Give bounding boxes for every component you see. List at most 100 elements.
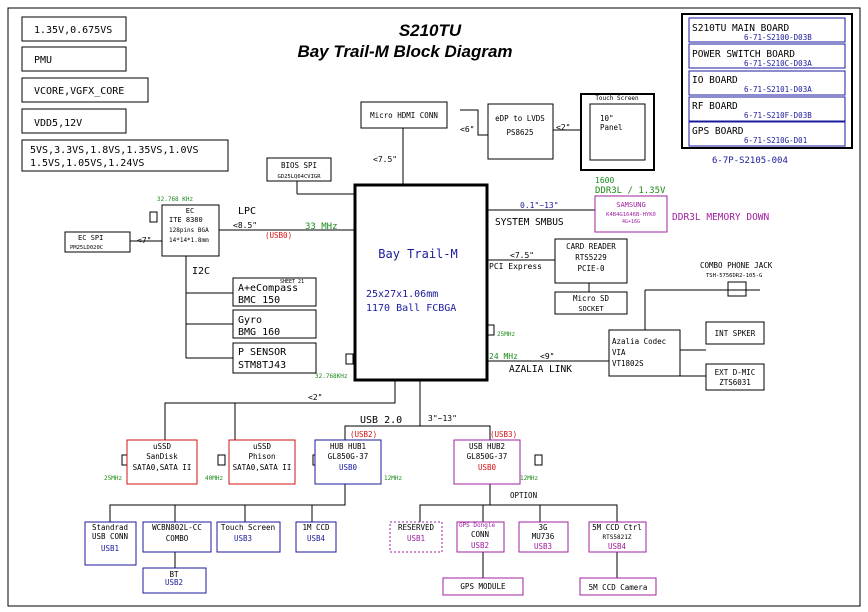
cpu-32khz: 32.768KHz: [315, 373, 348, 380]
ssd2-label: uSSD: [253, 442, 272, 451]
legend-rail-4: VDD5,12V: [34, 118, 82, 129]
wires: [109, 109, 760, 578]
card-reader-bus: PCIE-0: [577, 264, 605, 273]
hub1-chip: GL850G-37: [328, 452, 369, 461]
g3-label: 3G: [538, 523, 548, 532]
usb-conn-port: USB1: [101, 544, 119, 553]
g3-port: USB3: [534, 542, 552, 551]
wcbn-type: COMBO: [166, 534, 189, 543]
legend-rail-2: PMU: [34, 55, 52, 66]
microsd-label: Micro SD: [573, 294, 610, 303]
cpu-package-type: 1170 Ball FCBGA: [366, 303, 456, 314]
reserved-label: RESERVED: [398, 523, 435, 532]
sata-trace: <2": [308, 393, 322, 402]
ddr-speed: 1600: [595, 176, 614, 185]
hub1-label: HUB HUB1: [330, 442, 366, 451]
ccd5m-label: 5M CCD Ctrl: [592, 523, 642, 532]
diagram-subtitle: Bay Trail-M Block Diagram: [297, 42, 512, 61]
lpc-label: LPC: [238, 206, 256, 217]
bios-spi-chip: GD25LQ64CVIGR: [277, 174, 321, 180]
ec-label: EC: [186, 207, 194, 215]
board-5-name: GPS BOARD: [692, 126, 744, 137]
hub1-port: (USB2): [350, 430, 377, 439]
camera-5m: 5M CCD Camera: [589, 583, 648, 592]
ddr-trace: 0.1"~13": [520, 201, 559, 210]
g3-chip: MU736: [532, 532, 555, 541]
hub2-chip: GL850G-37: [467, 452, 508, 461]
pcie-trace: <7.5": [510, 251, 534, 260]
system-smbus: SYSTEM SMBUS: [495, 217, 564, 228]
diagram-frame: [7, 7, 861, 607]
ssd1-vendor: SanDisk: [146, 452, 178, 461]
board-list: S210TU MAIN BOARD 6-71-S2100-D03B POWER …: [681, 13, 853, 166]
ec-crystal: 32.768 KHz: [157, 196, 194, 203]
ec-spi-chip: PM25LD020C: [70, 245, 103, 251]
ec-chip: ITE 8380: [169, 216, 203, 224]
azalia-label: AZALIA LINK: [509, 364, 572, 375]
edp-bridge-label: eDP to LVDS: [495, 114, 545, 123]
legend-rail-3: VCORE,VGFX_CORE: [34, 86, 124, 97]
cpu-block: Bay Trail-M 25x27x1.06mm 1170 Ball FCBGA: [353, 183, 489, 382]
board-2-pn: 6-71-S210C-D03A: [744, 59, 812, 68]
panel-trace-length: <2": [556, 123, 570, 132]
sensor-gyro-name: Gyro: [238, 315, 262, 326]
option-label: OPTION: [510, 491, 537, 500]
edp-trace-length: <6": [460, 125, 474, 134]
ccd1m-label: 1M CCD: [302, 523, 330, 532]
int-speaker: INT SPKER: [715, 329, 756, 338]
sensor-p-chip: STM8TJ43: [238, 360, 286, 371]
edp-bridge-chip: PS8625: [506, 128, 533, 137]
board-3-pn: 6-71-S2101-D03A: [744, 85, 812, 94]
panel-caption: Touch Screen: [595, 95, 639, 102]
sensor-p-name: P SENSOR: [238, 347, 287, 358]
sensor-ecompass-chip: BMC 150: [238, 295, 280, 306]
panel-size: 10": [600, 114, 614, 123]
gps-conn-port: USB2: [471, 541, 489, 550]
hub1-upstream: USB0: [339, 463, 358, 472]
azalia-clock: 24 MHz: [489, 352, 518, 361]
i2c-label: I2C: [192, 266, 210, 277]
board-5-pn: 6-71-S210G-D01: [744, 136, 807, 145]
ssd1-interface: SATA0,SATA II: [133, 463, 192, 472]
codec-chip: VT1802S: [612, 359, 644, 368]
hub2-clock: 12MHz: [520, 475, 538, 482]
ec-spi-trace: <7": [137, 236, 151, 245]
ec-spi-label: EC SPI: [78, 234, 103, 242]
codec-label: Azalia Codec: [612, 337, 666, 346]
lpc-trace: <8.5": [233, 221, 257, 230]
jack-part: TSH-5756DR2-105-G: [706, 273, 762, 279]
hub2-upstream: USB0: [478, 463, 497, 472]
wcbn-label: WCBN802L-CC: [152, 523, 202, 532]
codec-vendor: VIA: [612, 348, 626, 357]
card-reader-chip: RTS5229: [575, 253, 607, 262]
gps-conn-caption: GPS Dongle: [459, 522, 496, 529]
ssd2-vendor: Phison: [248, 452, 275, 461]
ssd1-label: uSSD: [153, 442, 172, 451]
board-4-name: RF BOARD: [692, 101, 738, 112]
usb-conn-type: USB CONN: [92, 532, 128, 541]
cpu-name: Bay Trail-M: [378, 247, 457, 261]
ddr-chip-vendor: SAMSUNG: [616, 201, 646, 209]
card-reader-label: CARD READER: [566, 242, 616, 251]
legend-rail-6: 1.5VS,1.05VS,1.24VS: [30, 158, 144, 169]
sensor-ecompass-note: SHEET 21: [280, 279, 304, 285]
sensor-ecompass-name: A+eCompass: [238, 283, 298, 294]
legend-rail-1: 1.35V,0.675VS: [34, 25, 112, 36]
ext-dmic-label: EXT D-MIC: [715, 368, 756, 377]
azalia-trace: <9": [540, 352, 554, 361]
cpu-25mhz: 25MHz: [497, 331, 515, 338]
bt-port: USB2: [165, 578, 183, 587]
ccd5m-port: USB4: [608, 542, 627, 551]
board-3-name: IO BOARD: [692, 75, 738, 86]
board-4-pn: 6-71-S210F-D03B: [744, 111, 812, 120]
legend-rail-5: 5VS,3.3VS,1.8VS,1.35VS,1.0VS: [30, 145, 199, 156]
power-legend: 1.35V,0.675VS PMU VCORE,VGFX_CORE VDD5,1…: [21, 16, 229, 172]
usb20-label: USB 2.0: [360, 415, 402, 426]
ccd1m-port: USB4: [307, 534, 326, 543]
ddr-chip-size: 4G+16G: [622, 219, 640, 225]
lpc-usb0: (USB0): [265, 231, 292, 240]
hdmi-connector: Micro HDMI CONN: [370, 111, 438, 120]
gps-conn-label: CONN: [471, 530, 489, 539]
ddr-type: DDR3L / 1.35V: [595, 186, 666, 196]
